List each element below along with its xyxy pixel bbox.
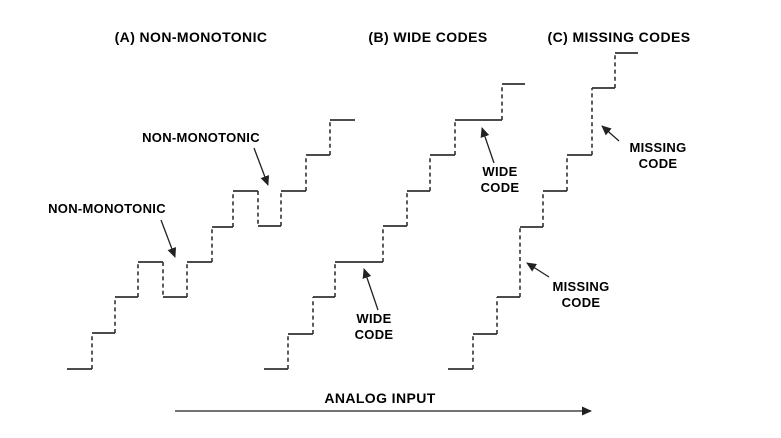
non-monotonic-arrow-lower [160,219,177,258]
missing-code-arrow-lower [526,262,550,278]
wide-code-label-upper: WIDE CODE [480,164,520,195]
wide-code-arrow-upper [480,127,495,164]
wide-code-arrow-lower [362,268,379,311]
analog-input-label: ANALOG INPUT [324,390,436,406]
panel-a-title: (A) NON-MONOTONIC [114,29,268,45]
missing-code-label-upper: MISSING CODE [629,140,687,171]
non-monotonic-label-lower: NON-MONOTONIC [48,201,166,216]
wide-code-label-lower: WIDE CODE [354,311,394,342]
non-monotonic-arrow-upper [253,147,270,186]
missing-code-arrow-upper [601,125,620,142]
panel-c-title: (C) MISSING CODES [547,29,691,45]
non-monotonic-label-upper: NON-MONOTONIC [142,130,260,145]
panel-b-title: (B) WIDE CODES [368,29,488,45]
missing-code-label-lower: MISSING CODE [552,279,610,310]
